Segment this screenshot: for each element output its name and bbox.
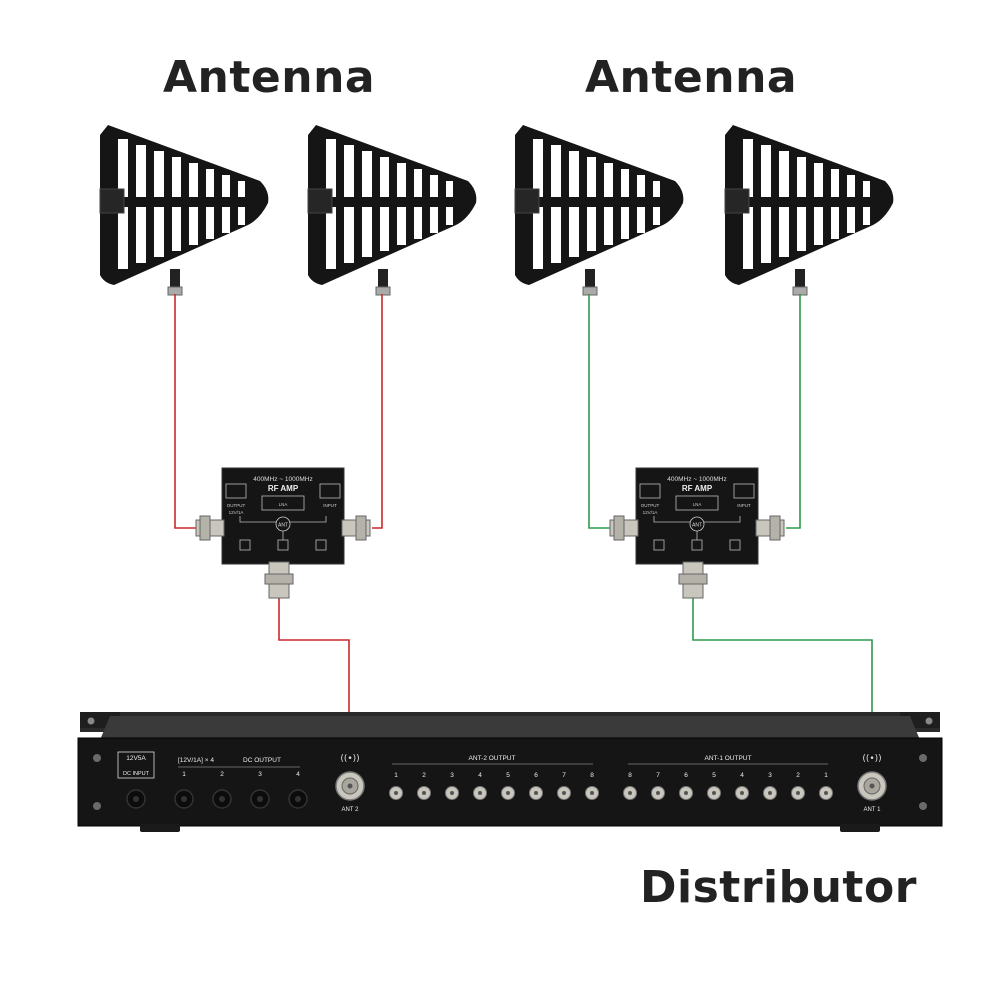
amp-title: RF AMP [268, 484, 299, 493]
dc-output-port-number: 3 [258, 771, 262, 778]
rf-amplifier-right: 400MHz ~ 1000MHz RF AMP OUTPUT INPUT LNA… [609, 467, 785, 599]
rf-output-port-number: 8 [590, 772, 594, 779]
rf-output-connector-pin [478, 791, 482, 795]
amp-gain-label: LNA [693, 502, 702, 507]
green-cable [692, 598, 873, 760]
rf-output-port-number: 7 [656, 772, 660, 779]
dc-output-port-number: 4 [296, 771, 300, 778]
dc-output-label: DC OUTPUT [243, 757, 281, 764]
dc-output-jack-pin [295, 796, 301, 802]
amp-center-label: ANT [692, 523, 702, 529]
rf-output-port-number: 4 [740, 772, 744, 779]
bnc-connector-icon [341, 515, 371, 541]
dc-output-rating: [12V/1A] × 4 [178, 757, 214, 764]
rf-output-port-number: 6 [534, 772, 538, 779]
dc-output-port-group: 1 2 3 4 [174, 771, 308, 809]
cable-group-right [588, 294, 873, 760]
dc-output-jack-pin [219, 796, 225, 802]
rf-output-connector-pin [740, 791, 744, 795]
log-periodic-antenna-icon [307, 124, 477, 296]
antenna-label-right: Antenna [585, 52, 798, 103]
rf-output-port-number: 4 [478, 772, 482, 779]
rf-output-port-number: 1 [824, 772, 828, 779]
bnc-connector-icon [678, 561, 708, 599]
rf-output-connector-pin [450, 791, 454, 795]
amp-freq-range: 400MHz ~ 1000MHz [253, 476, 312, 483]
red-cable [372, 294, 383, 529]
dc-output-port-number: 1 [182, 771, 186, 778]
dc-output-jack-pin [181, 796, 187, 802]
amp-output-label: OUTPUT [227, 503, 246, 508]
amp-output-label: OUTPUT [641, 503, 660, 508]
rf-output-port-number: 1 [394, 772, 398, 779]
rf-output-port-number: 3 [768, 772, 772, 779]
rf-output-connector-pin [796, 791, 800, 795]
distributor-label: Distributor [640, 862, 917, 913]
rf-output-connector-pin [684, 791, 688, 795]
rf-output-connector-pin [824, 791, 828, 795]
rf-output-connector-pin [562, 791, 566, 795]
dc-input-rating: 12V5A [126, 755, 146, 762]
ant2-output-port-group: 1 2 3 4 5 6 7 8 [389, 772, 599, 800]
rf-amplifier-left: 400MHz ~ 1000MHz RF AMP OUTPUT INPUT LNA… [195, 467, 371, 599]
rf-output-port-number: 8 [628, 772, 632, 779]
rf-output-port-number: 2 [796, 772, 800, 779]
log-periodic-antenna-icon [724, 124, 894, 296]
log-periodic-antenna-icon [514, 124, 684, 296]
red-cable [174, 294, 198, 529]
wireless-icon: ((•)) [862, 754, 881, 764]
cable-group-left [174, 294, 383, 760]
ant1-output-label: ANT-1 OUTPUT [705, 755, 752, 762]
dc-output-port-number: 2 [220, 771, 224, 778]
rf-output-port-number: 5 [506, 772, 510, 779]
rf-output-connector-pin [534, 791, 538, 795]
green-cable [588, 294, 612, 529]
rf-output-connector-pin [656, 791, 660, 795]
rf-output-port-number: 3 [450, 772, 454, 779]
amp-title: RF AMP [682, 484, 713, 493]
rf-output-connector-pin [506, 791, 510, 795]
ant1-label: ANT 1 [864, 807, 882, 813]
ant1-output-port-group: 8 7 6 5 4 3 2 1 [623, 772, 833, 800]
amp-input-label: INPUT [323, 503, 337, 508]
rf-output-connector-pin [628, 791, 632, 795]
ant2-output-label: ANT-2 OUTPUT [469, 755, 516, 762]
amp-gain-label: LNA [279, 502, 288, 507]
bnc-connector-icon [195, 515, 225, 541]
rf-output-port-number: 2 [422, 772, 426, 779]
antenna-label-left: Antenna [163, 52, 376, 103]
amp-freq-range: 400MHz ~ 1000MHz [667, 476, 726, 483]
amp-power-label: 12V/1A [229, 510, 244, 515]
rf-output-connector-pin [394, 791, 398, 795]
rf-output-connector-pin [768, 791, 772, 795]
antenna-distributor: 12V5A DC INPUT [12V/1A] × 4 DC OUTPUT 1 2… [77, 712, 943, 832]
red-cable [278, 598, 350, 760]
rf-output-port-number: 5 [712, 772, 716, 779]
green-cable [786, 294, 801, 529]
bnc-connector-icon [609, 515, 639, 541]
amp-input-label: INPUT [737, 503, 751, 508]
dc-input-label: DC INPUT [123, 771, 150, 777]
rf-output-port-number: 7 [562, 772, 566, 779]
amp-center-label: ANT [278, 523, 288, 529]
bnc-connector-icon [264, 561, 294, 599]
rf-output-port-number: 6 [684, 772, 688, 779]
rf-output-connector-pin [590, 791, 594, 795]
log-periodic-antenna-icon [99, 124, 269, 296]
wireless-icon: ((•)) [340, 754, 359, 764]
bnc-connector-icon [755, 515, 785, 541]
ant2-label: ANT 2 [342, 807, 360, 813]
rf-output-connector-pin [712, 791, 716, 795]
dc-output-jack-pin [257, 796, 263, 802]
amp-power-label: 12V/1A [643, 510, 658, 515]
rf-output-connector-pin [422, 791, 426, 795]
